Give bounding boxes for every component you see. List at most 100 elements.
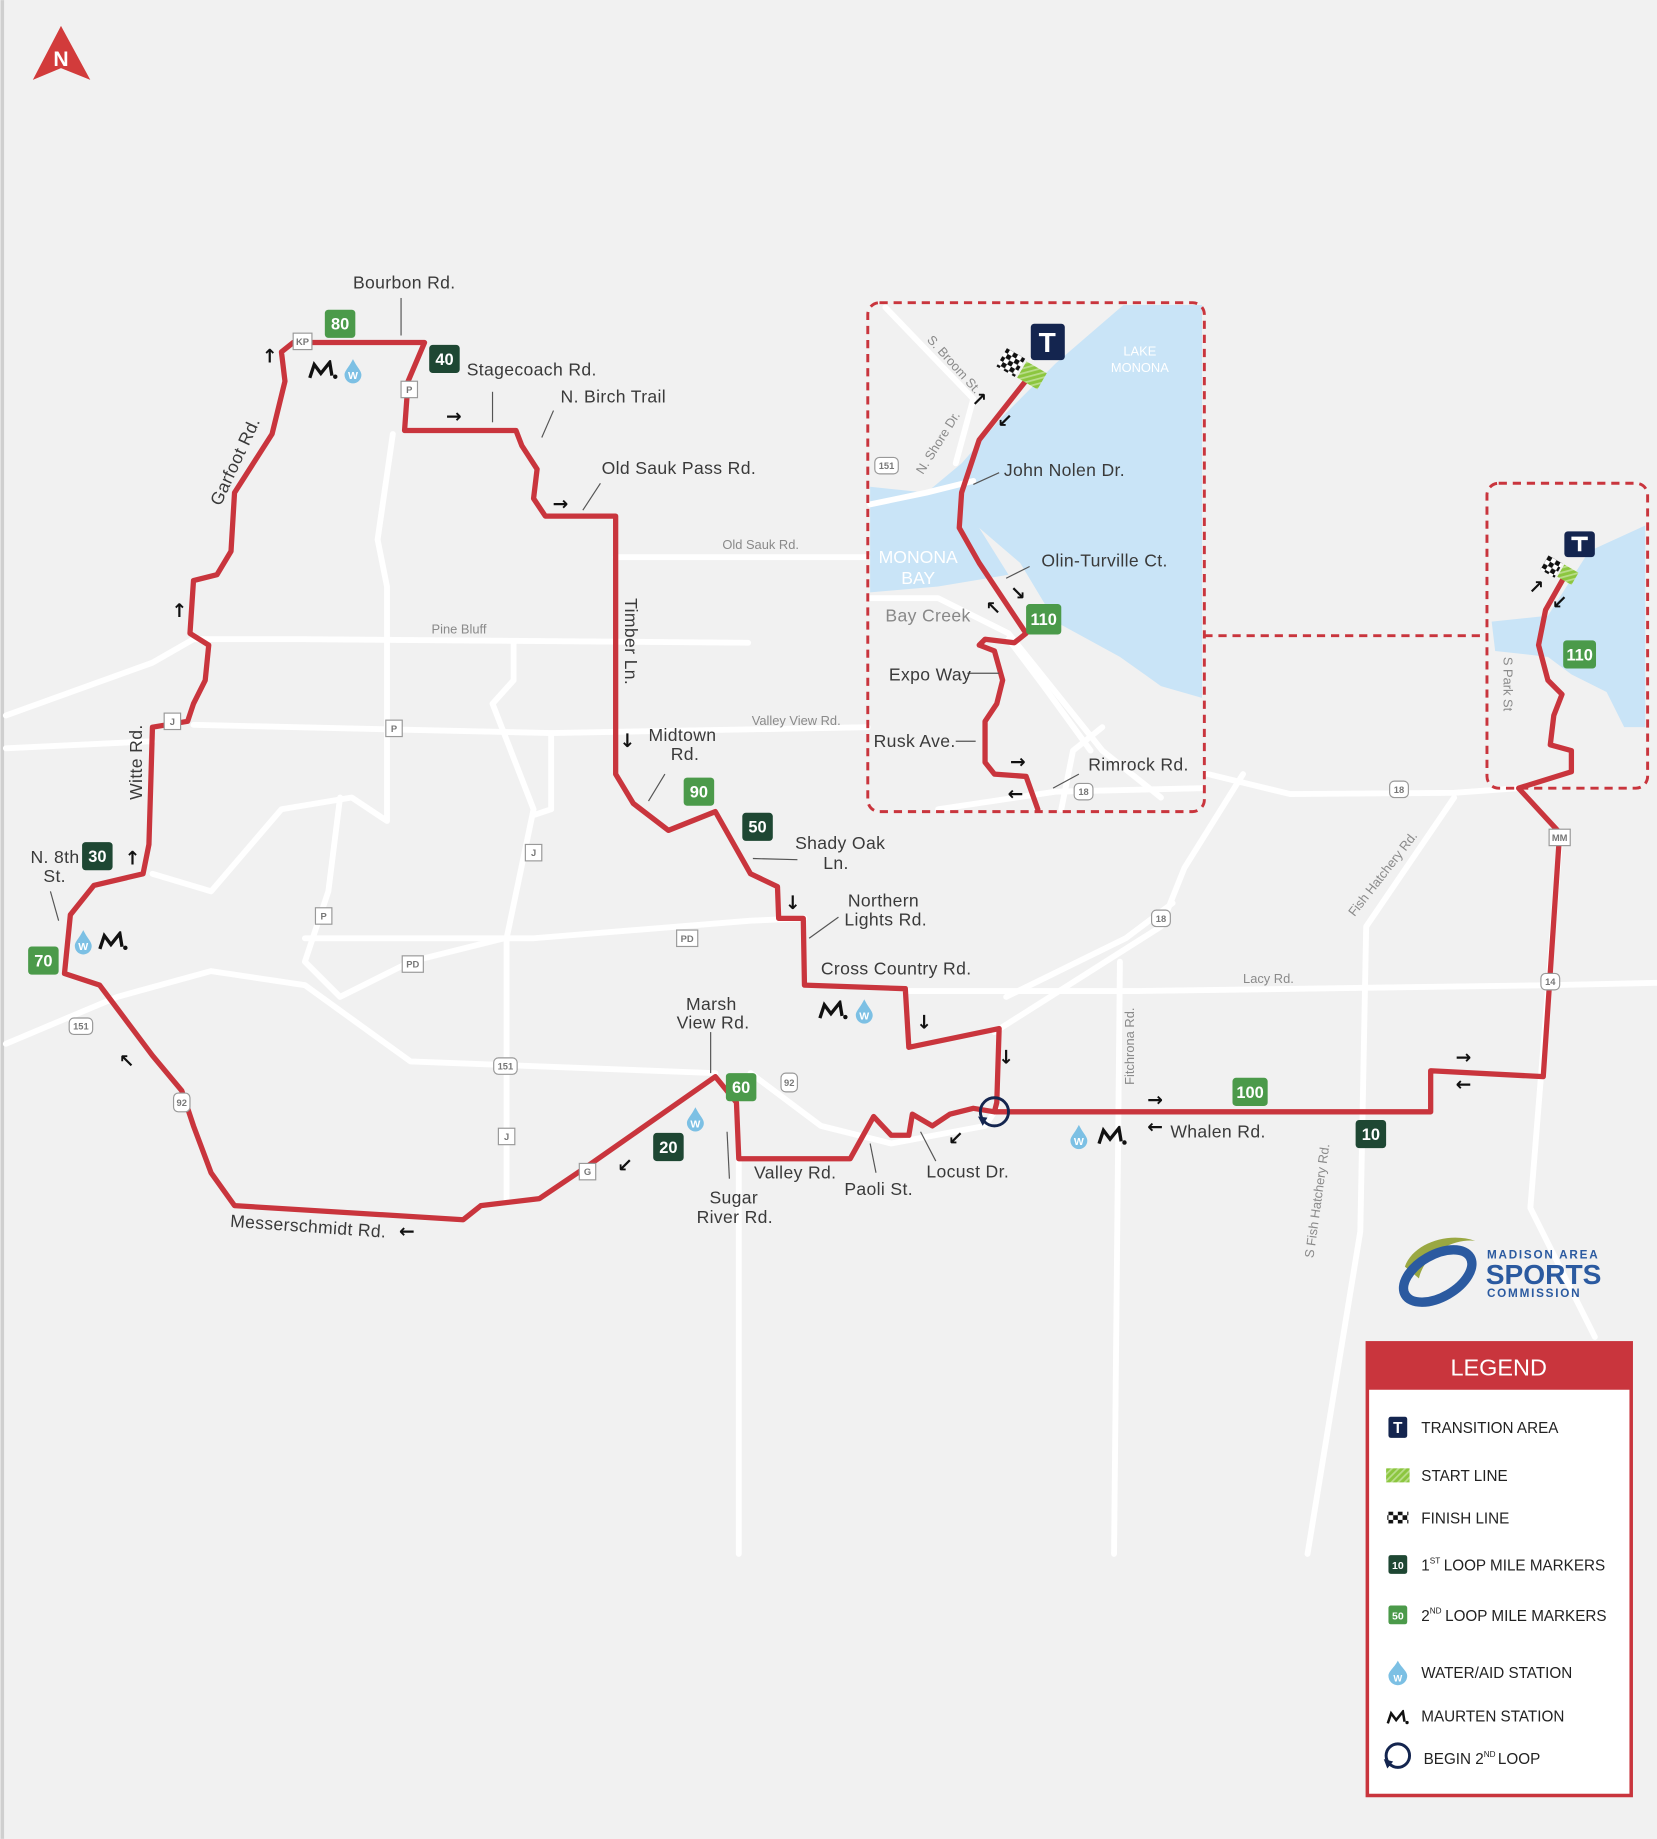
street-label: Bay Creek [885, 606, 970, 626]
shield-18: 18 [1389, 780, 1409, 799]
svg-text:60: 60 [732, 1079, 750, 1097]
svg-text:10: 10 [1392, 1560, 1404, 1572]
finish-line-icon [996, 348, 1026, 377]
street-label: N. Birch Trail [561, 386, 667, 406]
svg-text:P: P [406, 385, 412, 395]
svg-text:J: J [531, 848, 536, 858]
svg-text:P: P [391, 724, 397, 734]
shield-J: J [163, 712, 182, 731]
water-label: LAKE [1123, 343, 1156, 358]
water-label: MONONA [1111, 360, 1169, 375]
mile-marker-first-loop: 10 [1355, 1120, 1387, 1149]
start-line-icon [1386, 1468, 1410, 1483]
street-label: St. [43, 866, 66, 886]
arrow-up-icon: ↑ [172, 601, 188, 622]
svg-text:18: 18 [1078, 787, 1088, 797]
mile-marker-second-loop: 110 [1026, 604, 1062, 635]
street-label: John Nolen Dr. [1004, 460, 1125, 480]
street-label: Ln. [823, 853, 849, 873]
shield-PD: PD [676, 929, 699, 948]
street-label: Fitchrona Rd. [1122, 1008, 1137, 1085]
svg-text:20: 20 [659, 1139, 677, 1157]
svg-text:MM: MM [1552, 833, 1568, 843]
street-label: Lights Rd. [844, 909, 927, 929]
arrow-down-icon: ↓ [620, 731, 636, 752]
street-label: Valley Rd. [754, 1163, 836, 1183]
street-label: Stagecoach Rd. [467, 359, 597, 379]
street-label: Midtown [648, 725, 716, 745]
water-station-icon: W [1388, 1660, 1408, 1686]
arrow-up-icon: ↑ [262, 346, 278, 367]
shield-J: J [505, 649, 521, 665]
road-network [2, 431, 1657, 1557]
legend-item-transition: TRANSITION AREA [1421, 1420, 1559, 1437]
arrow-up-left-icon: ↖ [119, 1051, 135, 1072]
shield-J: J [497, 1127, 516, 1146]
road-shields: KP P P P J J J J PD PD G 151 151 151 92 … [68, 332, 1571, 1181]
arrow-right-icon: → [1456, 1048, 1472, 1069]
begin-second-loop-icon [978, 1096, 1010, 1128]
street-label: Shady Oak [795, 833, 885, 853]
legend: LEGEND T TRANSITION AREA START LINE FINI… [1365, 1341, 1633, 1798]
svg-text:80: 80 [331, 316, 349, 334]
mile-marker-first-loop: 40 [429, 344, 460, 374]
svg-text:151: 151 [73, 1022, 89, 1032]
arrow-up-right-icon: ↗ [971, 390, 987, 411]
arrow-down-icon: ↓ [785, 893, 801, 914]
street-label: Northern [848, 891, 919, 911]
arrow-down-right-icon: ↘ [1010, 583, 1026, 604]
street-label: Paoli St. [844, 1179, 913, 1199]
arrow-down-left-icon: ↙ [617, 1156, 633, 1177]
arrow-down-left-icon: ↙ [948, 1129, 964, 1150]
street-label: Whalen Rd. [1170, 1122, 1265, 1142]
mile-marker-second-loop: 70 [28, 946, 59, 975]
street-label: Bourbon Rd. [353, 273, 456, 293]
svg-text:SPORTS: SPORTS [1486, 1259, 1602, 1290]
shield-151: 151 [493, 1057, 518, 1075]
arrow-up-icon: ↑ [125, 848, 141, 869]
shield-151: 151 [874, 456, 899, 475]
arrow-down-icon: ↓ [916, 1013, 932, 1034]
legend-item-water: WATER/AID STATION [1421, 1665, 1572, 1682]
street-label: View Rd. [677, 1013, 750, 1033]
legend-item-start: START LINE [1421, 1468, 1507, 1485]
start-line-icon [1017, 361, 1047, 390]
mile-marker-first-loop: 30 [82, 842, 113, 871]
mile-marker-second-loop: 80 [324, 309, 356, 338]
svg-text:151: 151 [498, 1062, 514, 1072]
svg-text:70: 70 [34, 952, 52, 970]
transition-area-icon [1388, 1416, 1408, 1438]
svg-text:MADISON AREA: MADISON AREA [1487, 1248, 1599, 1261]
arrow-down-left-icon: ↙ [1552, 593, 1568, 614]
street-label: Lacy Rd. [1243, 971, 1294, 986]
street-label: S Park St [1500, 657, 1515, 712]
shield-14: 14 [1540, 972, 1561, 991]
svg-text:KP: KP [296, 337, 309, 347]
arrow-right-icon: → [553, 494, 569, 515]
street-label: Marsh [686, 994, 737, 1014]
svg-text:J: J [170, 717, 175, 727]
shield-92: 92 [172, 1092, 191, 1113]
start-line-icon [1557, 564, 1579, 585]
shield-92: 92 [780, 1072, 799, 1093]
svg-text:100: 100 [1236, 1084, 1263, 1102]
shield-MM: MM [1548, 828, 1571, 847]
shield-18: 18 [1150, 909, 1171, 928]
shield-P: P [400, 380, 419, 399]
arrow-left-icon: ← [1147, 1117, 1163, 1138]
street-label: Witte Rd. [126, 724, 146, 799]
svg-text:10: 10 [1362, 1126, 1380, 1144]
street-label: Old Sauk Rd. [722, 537, 799, 552]
north-label: N [53, 48, 68, 71]
arrow-down-icon: ↓ [998, 1048, 1014, 1069]
shield-P: P [314, 907, 333, 925]
arrow-left-icon: ← [1008, 784, 1024, 805]
svg-text:92: 92 [784, 1078, 794, 1088]
arrow-up-left-icon: ↖ [985, 599, 1001, 620]
shield-J: J [524, 843, 543, 862]
svg-text:50: 50 [1392, 1611, 1404, 1623]
finish-line-icon [1387, 1511, 1409, 1524]
